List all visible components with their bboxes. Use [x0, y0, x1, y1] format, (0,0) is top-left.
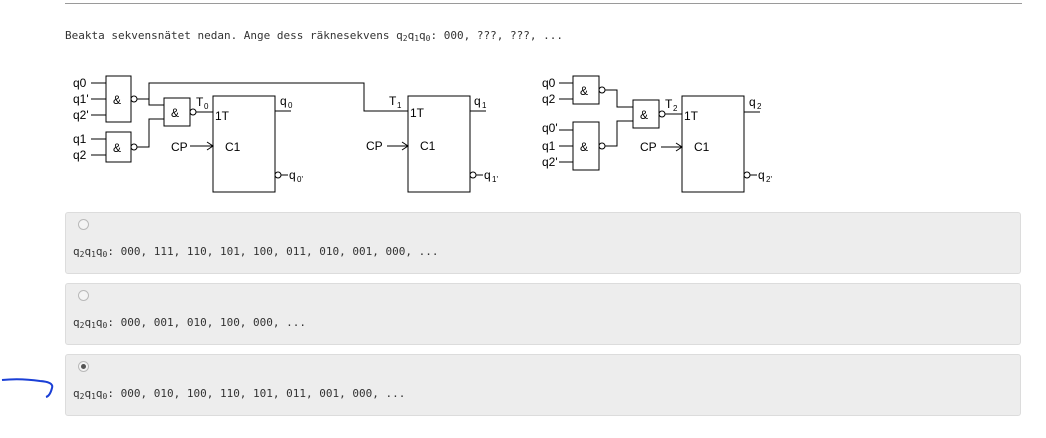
- input-label: q2': [542, 155, 558, 169]
- ff0-clock: C1: [225, 140, 241, 154]
- var-q0: q: [419, 29, 426, 42]
- ff1-q-sub: 1: [482, 101, 487, 110]
- question-text: Beakta sekvensnätet nedan. Ange dess räk…: [65, 29, 563, 43]
- ff0-qn: q: [289, 168, 296, 182]
- ff2-qn: q: [758, 168, 765, 182]
- sequence: : 000, 010, 100, 110, 101, 011, 001, 000…: [107, 387, 406, 400]
- input-label: q2: [542, 92, 556, 106]
- top-divider: [65, 3, 1022, 4]
- ff0-qn-sub: 0': [297, 175, 303, 184]
- sub: 0: [102, 321, 108, 330]
- t0-sub: 0: [204, 102, 209, 111]
- radio-button[interactable]: [78, 219, 89, 230]
- input-label: q1: [542, 139, 556, 153]
- question-suffix: : 000, ???, ???, ...: [430, 29, 563, 42]
- arrow-annotation-icon: [1, 378, 54, 398]
- input-label: q1: [73, 132, 87, 146]
- circuit-diagram: & & & & & & q0 q1' q2' q1 q2 q0 q2 q0' q…: [73, 75, 772, 193]
- var: q: [95, 387, 103, 400]
- var: q: [95, 245, 103, 258]
- input-label: q0: [73, 76, 87, 90]
- nand-gate-4: [572, 75, 600, 105]
- nand-gate-3: [163, 97, 191, 127]
- ff1-q: q: [474, 94, 481, 108]
- t1-sub: 1: [397, 101, 402, 110]
- ff2-q-sub: 2: [757, 102, 762, 111]
- var-q2: q: [396, 29, 403, 42]
- var: q: [73, 387, 80, 400]
- answer-option-3[interactable]: q2q1q0: 000, 010, 100, 110, 101, 011, 00…: [65, 354, 1021, 416]
- var: q: [73, 316, 80, 329]
- and-label: &: [580, 84, 588, 98]
- cp-label: CP: [366, 139, 383, 153]
- t2-label: T: [665, 97, 673, 111]
- t2-sub: 2: [673, 104, 678, 113]
- and-label: &: [640, 108, 648, 122]
- question-prefix: Beakta sekvensnätet nedan. Ange dess räk…: [65, 29, 397, 42]
- sub: 2: [79, 250, 85, 259]
- ff1-t-input: 1T: [410, 106, 425, 120]
- ff0-t-input: 1T: [215, 109, 230, 123]
- ff0-q-sub: 0: [288, 101, 293, 110]
- and-label: &: [580, 140, 588, 154]
- cp-label: CP: [171, 140, 188, 154]
- ff1-qn-sub: 1': [492, 175, 498, 184]
- answer-option-1[interactable]: q2q1q0: 000, 111, 110, 101, 100, 011, 01…: [65, 212, 1021, 274]
- input-label: q1': [73, 92, 89, 106]
- option-text: q2q1q0: 000, 010, 100, 110, 101, 011, 00…: [73, 387, 405, 401]
- input-label: q2: [73, 148, 87, 162]
- t-flipflop-0: [212, 95, 276, 193]
- t-flipflop-2: [681, 95, 745, 193]
- t1-label: T: [389, 94, 397, 108]
- sub-0: 0: [425, 34, 431, 43]
- ff0-q: q: [280, 94, 287, 108]
- sub: 1: [91, 250, 96, 259]
- option-text: q2q1q0: 000, 111, 110, 101, 100, 011, 01…: [73, 245, 439, 259]
- input-label: q0: [542, 76, 556, 90]
- sub: 2: [79, 321, 85, 330]
- sub: 2: [79, 392, 85, 401]
- option-text: q2q1q0: 000, 001, 010, 100, 000, ...: [73, 316, 306, 330]
- ff2-qn-sub: 2': [766, 175, 772, 184]
- sub-2: 2: [402, 34, 408, 43]
- answer-option-2[interactable]: q2q1q0: 000, 001, 010, 100, 000, ...: [65, 283, 1021, 345]
- and-label: &: [171, 106, 179, 120]
- ff2-q: q: [749, 95, 756, 109]
- ff2-clock: C1: [694, 140, 710, 154]
- sequence: : 000, 111, 110, 101, 100, 011, 010, 001…: [107, 245, 439, 258]
- radio-button[interactable]: [78, 290, 89, 301]
- var: q: [84, 245, 92, 258]
- input-label: q2': [73, 108, 89, 122]
- var-q1: q: [407, 29, 415, 42]
- ff2-t-input: 1T: [684, 109, 699, 123]
- input-label: q0': [542, 121, 558, 135]
- t-flipflop-1: [407, 95, 471, 193]
- sub: 1: [91, 392, 96, 401]
- t0-label: T: [196, 95, 204, 109]
- sub: 1: [91, 321, 96, 330]
- ff1-clock: C1: [420, 139, 436, 153]
- sub: 0: [102, 250, 108, 259]
- var: q: [95, 316, 103, 329]
- cp-label: CP: [640, 140, 657, 154]
- sub: 0: [102, 392, 108, 401]
- sub-1: 1: [414, 34, 420, 43]
- var: q: [84, 387, 92, 400]
- and-label: &: [113, 141, 121, 155]
- radio-button-selected[interactable]: [78, 361, 89, 372]
- var: q: [73, 245, 80, 258]
- nand-gate-2: [105, 131, 132, 163]
- and-label: &: [113, 93, 121, 107]
- sequence: : 000, 001, 010, 100, 000, ...: [107, 316, 307, 329]
- ff1-qn: q: [484, 168, 491, 182]
- var: q: [84, 316, 92, 329]
